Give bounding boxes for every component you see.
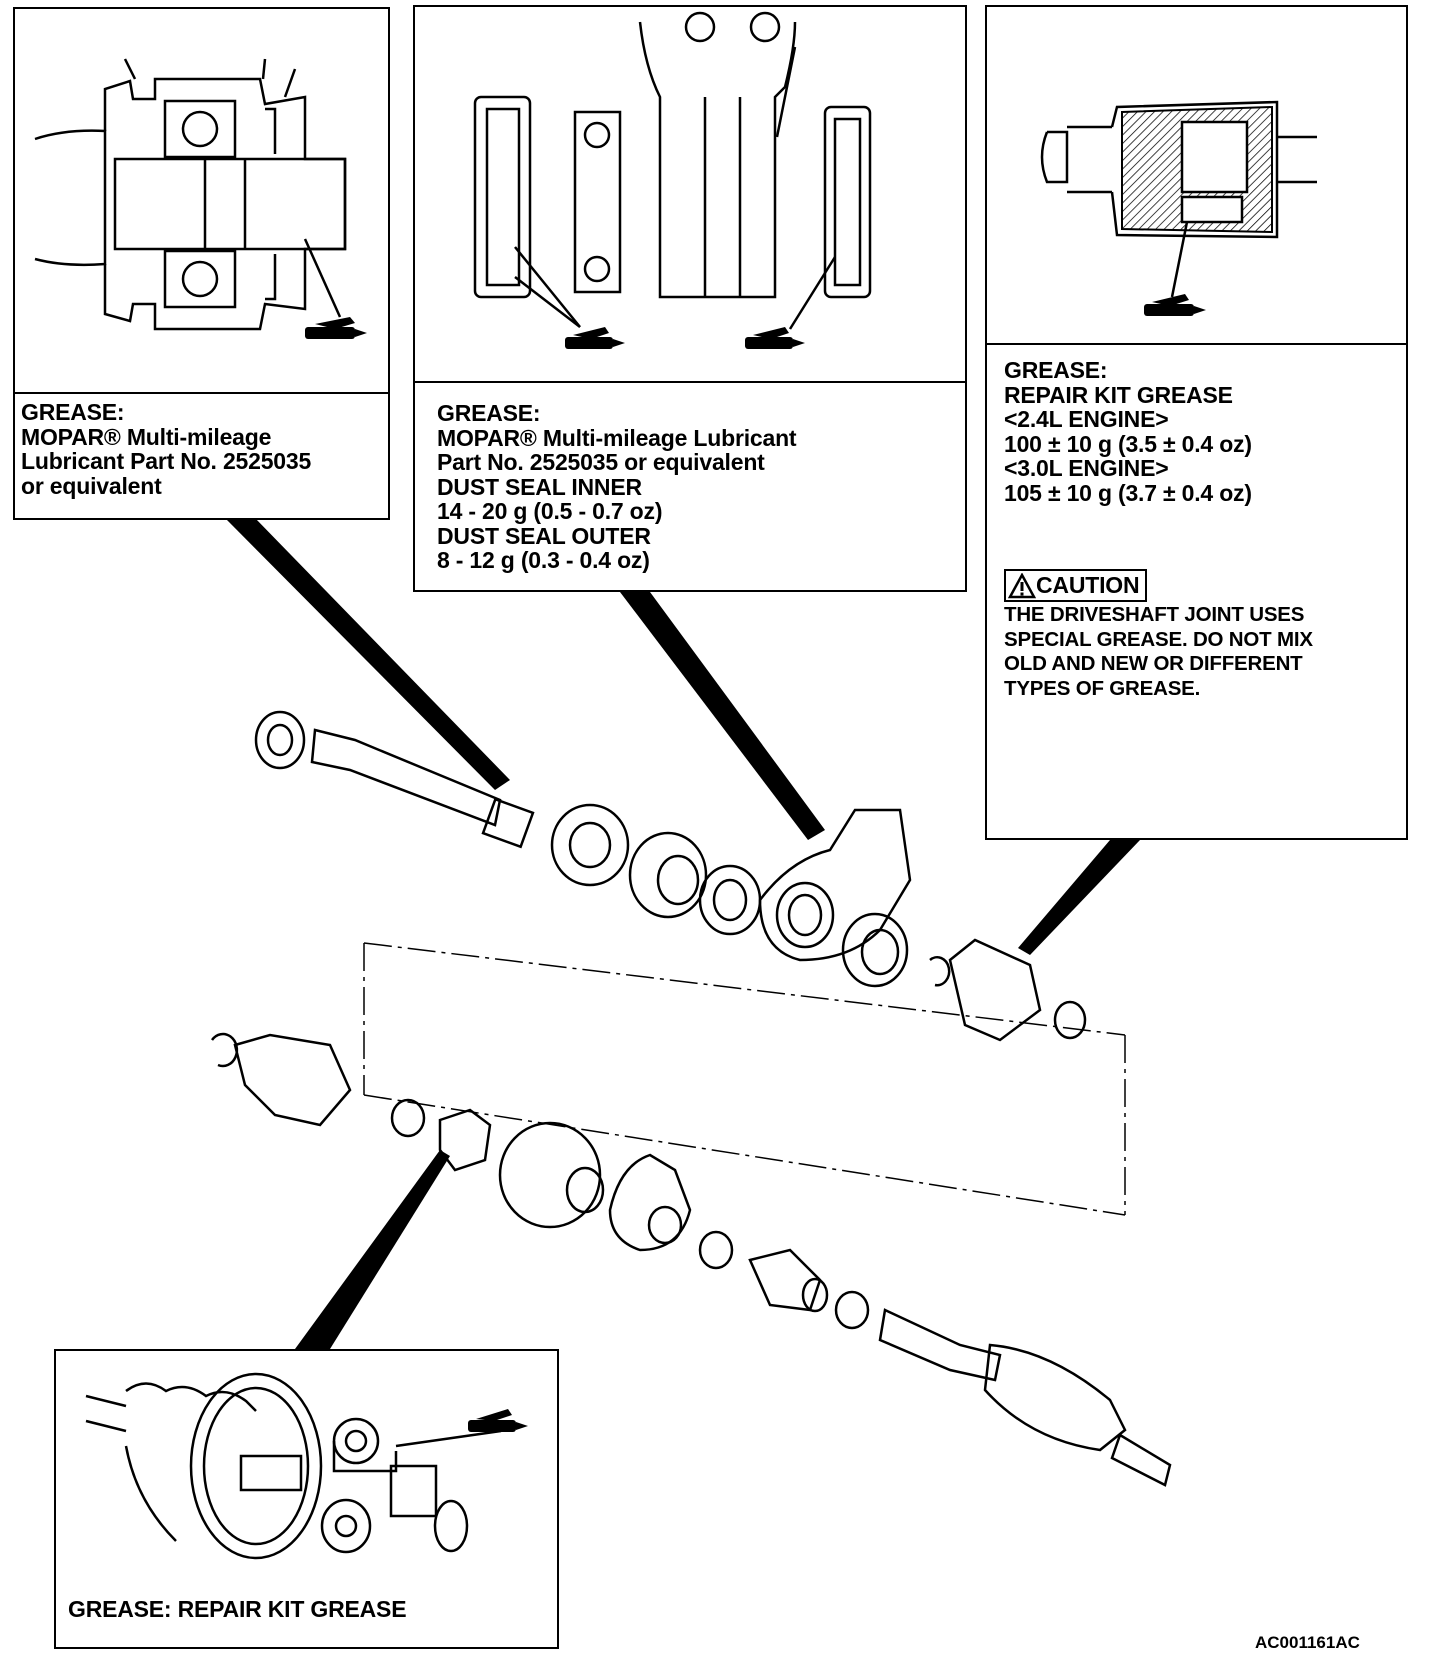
- callout-pointer: [225, 518, 510, 790]
- callout-line: DUST SEAL OUTER: [437, 522, 651, 549]
- figure-code: AC001161AC: [1255, 1633, 1360, 1652]
- callout-box-outer-joint: GREASE: REPAIR KIT GREASE <2.4L ENGINE> …: [985, 5, 1408, 840]
- callout-line: 100 ± 10 g (3.5 ± 0.4 oz): [1004, 430, 1252, 457]
- dust-seal-inner: [550, 803, 630, 887]
- callout-line: GREASE:: [437, 400, 541, 426]
- lower-snap-ring: [210, 1032, 239, 1068]
- axle-stub: [1110, 1433, 1172, 1487]
- callout-line: GREASE:: [1004, 357, 1108, 383]
- callout-line: GREASE: REPAIR KIT GREASE: [68, 1596, 407, 1622]
- caution-badge: CAUTION: [1004, 569, 1148, 602]
- callout-pointer: [1018, 840, 1140, 955]
- callout-line: <2.4L ENGINE>: [1004, 406, 1169, 432]
- caution-block: CAUTION THE DRIVESHAFT JOINT USES SPECIA…: [1004, 569, 1313, 701]
- callout-pointer: [295, 1150, 450, 1349]
- callout-line: REPAIR KIT GREASE: [1004, 381, 1233, 408]
- upper-ring-seal: [254, 710, 306, 770]
- callout-line: Part No. 2525035 or equivalent: [437, 449, 765, 475]
- hub-bearing-detail-illustration: [15, 9, 388, 394]
- boot-band: [698, 1230, 734, 1270]
- caution-line: TYPES OF GREASE.: [1004, 676, 1201, 700]
- callout-box-hub-bearing: GREASE: MOPAR® Multi-mileage Lubricant P…: [13, 7, 390, 520]
- inner-joint-housing: [233, 1033, 352, 1127]
- callout-line: 105 ± 10 g (3.7 ± 0.4 oz): [1004, 479, 1252, 506]
- outer-cv-boot: [748, 1248, 822, 1312]
- tripod-joint-grease-text: GREASE: REPAIR KIT GREASE: [68, 1596, 407, 1622]
- lower-ring: [390, 1098, 426, 1138]
- outer-ring: [1053, 1000, 1087, 1040]
- dust-seal-outer: [841, 912, 909, 988]
- callout-box-dust-seal: GREASE: MOPAR® Multi-mileage Lubricant P…: [413, 5, 967, 592]
- callout-pointer: [620, 592, 825, 840]
- callout-line: MOPAR® Multi-mileage: [21, 423, 272, 450]
- snap-ring: [929, 955, 951, 987]
- callout-line: or equivalent: [21, 472, 162, 499]
- shaft-spline: [481, 797, 535, 849]
- caution-label: CAUTION: [1036, 572, 1140, 598]
- intermediate-shaft: [310, 728, 502, 827]
- callout-line: MOPAR® Multi-mileage Lubricant: [437, 424, 797, 451]
- warning-triangle-icon: [1008, 572, 1036, 598]
- bearing-bracket: [758, 808, 912, 962]
- hub-bearing-grease-text: GREASE: MOPAR® Multi-mileage Lubricant P…: [21, 400, 311, 498]
- callout-line: Lubricant Part No. 2525035: [21, 448, 312, 474]
- grease-gun-icon: [468, 1409, 528, 1432]
- grease-gun-icon: [305, 317, 367, 339]
- boot-band-2: [834, 1290, 870, 1330]
- tripod-joint-detail-illustration: [56, 1351, 557, 1561]
- callout-line: GREASE:: [21, 399, 125, 425]
- grease-gun-icon: [565, 327, 625, 349]
- caution-line: SPECIAL GREASE. DO NOT MIX: [1004, 627, 1313, 651]
- dust-seal-grease-text: GREASE: MOPAR® Multi-mileage Lubricant P…: [437, 400, 797, 573]
- caution-line: THE DRIVESHAFT JOINT USES: [1004, 603, 1305, 626]
- axle-shaft: [878, 1308, 1002, 1382]
- dust-seal-detail-illustration: [415, 7, 965, 383]
- outer-joint-housing: [948, 938, 1042, 1042]
- tripod-spider: [438, 1108, 492, 1172]
- outer-joint-grease-text: GREASE: REPAIR KIT GREASE <2.4L ENGINE> …: [1004, 358, 1252, 505]
- callout-line: DUST SEAL INNER: [437, 473, 642, 500]
- center-bearing: [698, 864, 762, 936]
- inner-boot: [498, 1121, 602, 1229]
- outer-cv-joint: [983, 1343, 1127, 1452]
- caution-line: OLD AND NEW OR DIFFERENT: [1004, 652, 1303, 675]
- outer-joint-detail-illustration: [987, 7, 1406, 345]
- grease-gun-icon: [1144, 294, 1206, 316]
- grease-gun-icon: [745, 327, 805, 349]
- dust-seal-boot: [628, 831, 708, 919]
- callout-box-tripod-joint: GREASE: REPAIR KIT GREASE: [54, 1349, 559, 1649]
- callout-line: <3.0L ENGINE>: [1004, 455, 1169, 481]
- callout-line: 8 - 12 g (0.3 - 0.4 oz): [437, 547, 650, 573]
- callout-line: 14 - 20 g (0.5 - 0.7 oz): [437, 498, 663, 524]
